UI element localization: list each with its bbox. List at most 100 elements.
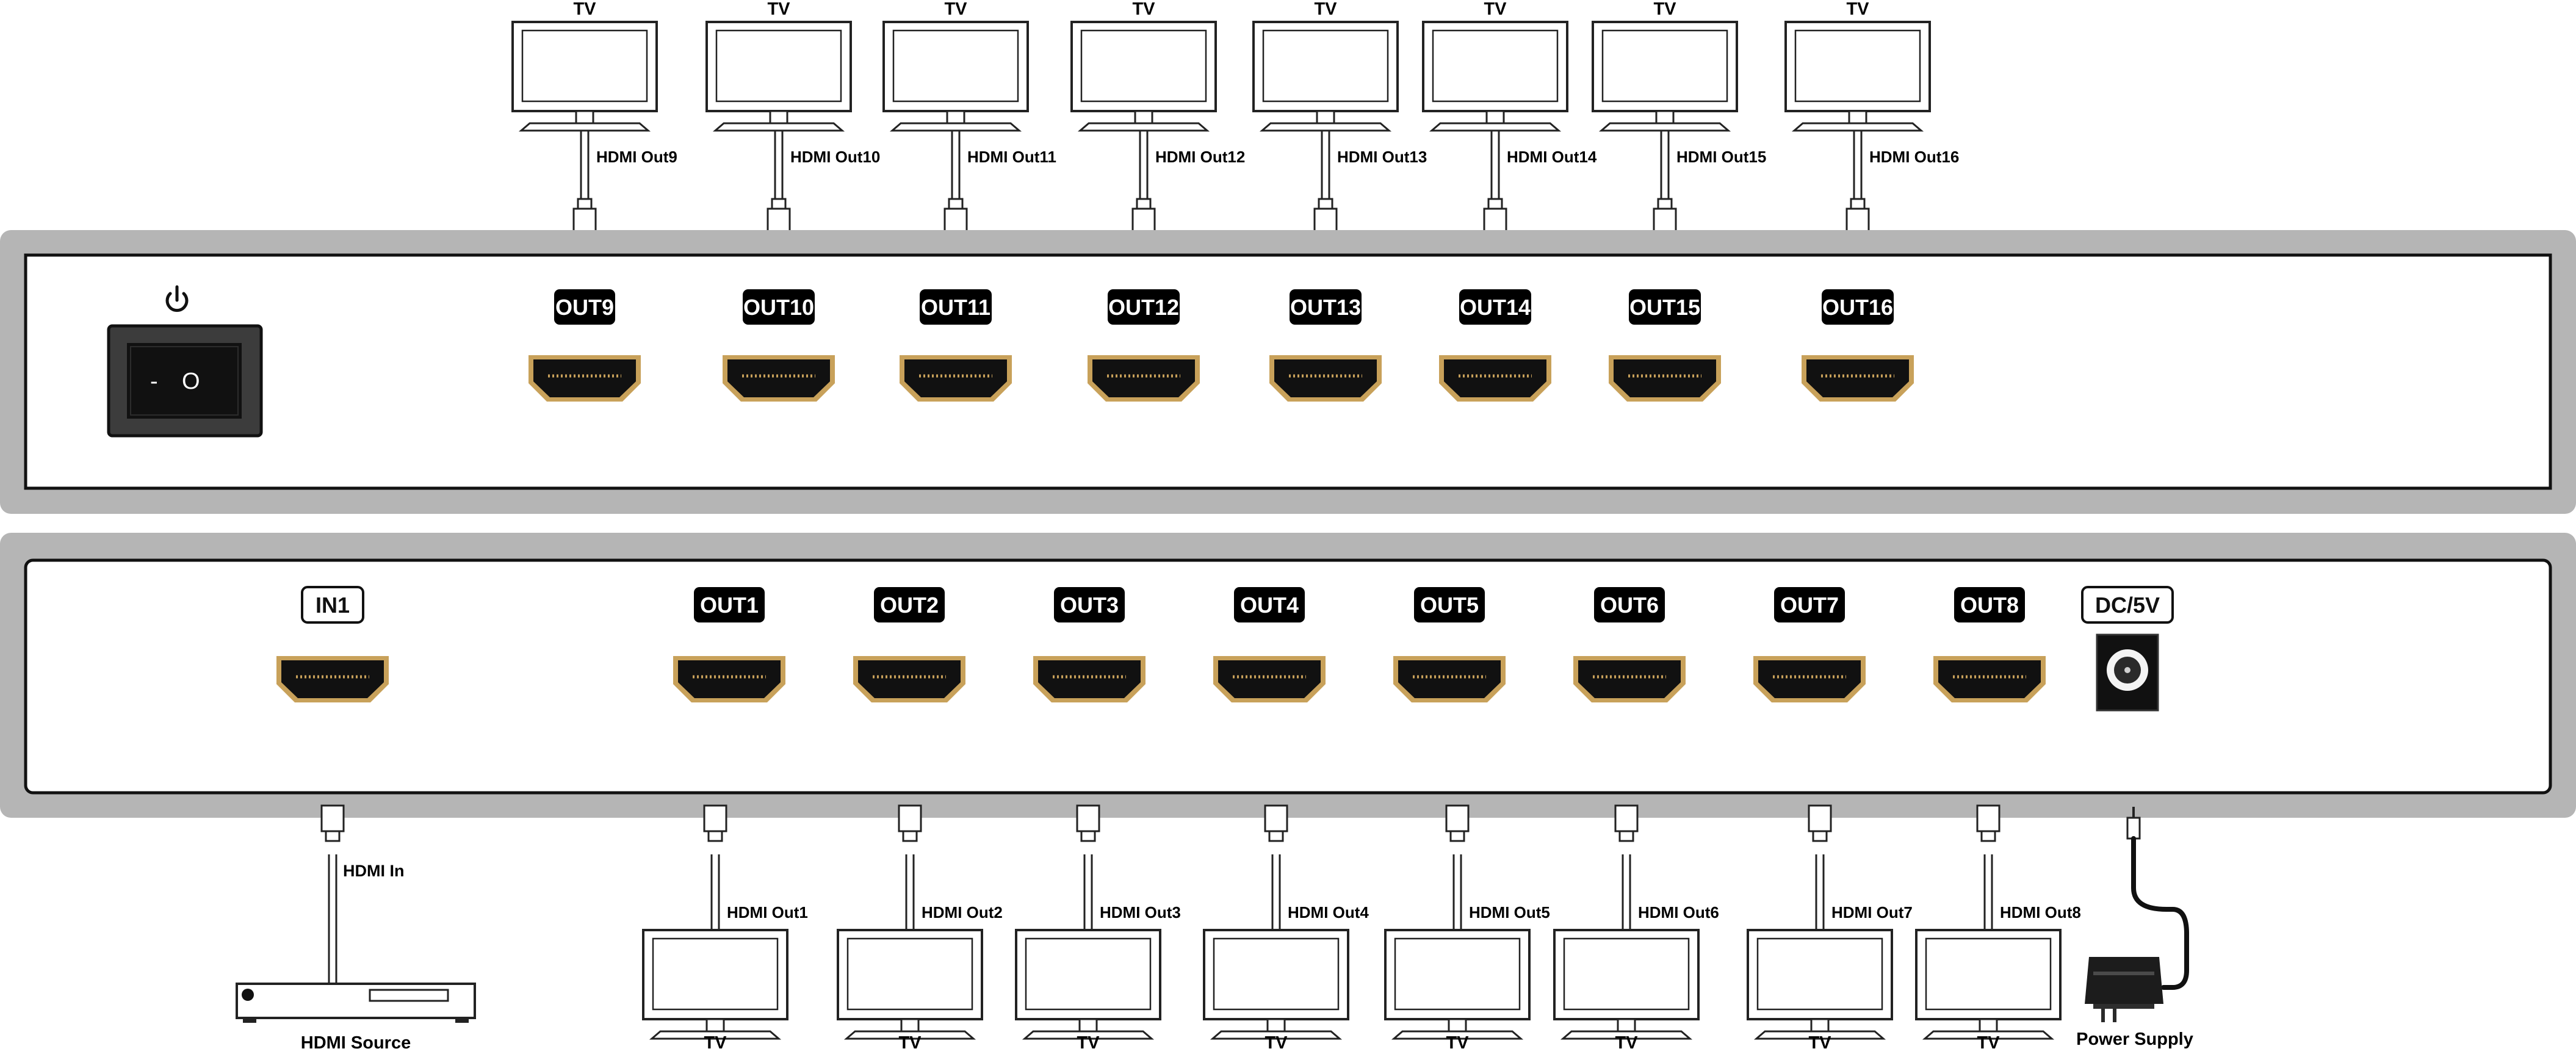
port-label: OUT4 [1240, 593, 1299, 618]
port-out3[interactable]: OUT3 [1033, 587, 1145, 702]
hdmi-plug [1264, 804, 1288, 842]
hdmi-port-connector [1439, 355, 1551, 402]
port-label-box [1290, 289, 1362, 325]
hdmi-in-cable-label: HDMI In [343, 862, 405, 880]
port-out9[interactable]: OUT9 [529, 289, 641, 402]
port-label: OUT2 [880, 593, 939, 618]
tv-label: TV [573, 0, 596, 19]
dc-power-port[interactable]: DC/5V [2081, 586, 2174, 712]
power-supply: Power Supply [2076, 807, 2193, 1049]
top-output-ports: OUT9 OUT10 OUT11 OUT12 OUT13 OUT14 OUT15 OUT16 [529, 289, 1914, 402]
dc-port-label: DC/5V [2095, 593, 2160, 618]
hdmi-port-connector [673, 656, 785, 702]
power-supply-label: Power Supply [2076, 1030, 2193, 1049]
tv-icon [1553, 929, 1700, 1040]
tv-icon [837, 929, 983, 1040]
port-label: OUT13 [1290, 295, 1361, 320]
hdmi-plug [703, 804, 727, 842]
port-label: OUT5 [1420, 593, 1479, 618]
hdmi-port-connector [1573, 656, 1686, 702]
hdmi-plug [898, 804, 922, 842]
tv-icon [1784, 21, 1931, 132]
hdmi-source-device [236, 983, 476, 1023]
port-label: OUT12 [1108, 295, 1179, 320]
tv-label: TV [1846, 0, 1869, 19]
port-out10[interactable]: OUT10 [723, 289, 835, 402]
tv-icon [1070, 21, 1217, 132]
tv-icon [642, 929, 788, 1040]
port-out11[interactable]: OUT11 [900, 289, 1012, 402]
port-label-box [1414, 587, 1485, 622]
port-label-box [1108, 289, 1180, 325]
hdmi-plug [1808, 804, 1832, 842]
hdmi-plug [1614, 804, 1639, 842]
dc-port-label-box [2081, 586, 2174, 624]
port-label-box [1234, 587, 1305, 622]
port-label: OUT9 [555, 295, 614, 320]
hdmi-port-connector [1753, 656, 1866, 702]
tv-icon [1422, 21, 1568, 132]
port-label-box [1629, 289, 1701, 325]
port-label: OUT16 [1822, 295, 1893, 320]
tv-label: TV [1077, 1033, 1100, 1053]
port-out16[interactable]: OUT16 [1802, 289, 1914, 402]
cable-label: HDMI Out10 [790, 148, 880, 166]
bottom-panel: IN1 OUT1 OUT2 OUT3 OUT4 OUT5 OUT6 OUT7 OUT8 DC/… [0, 533, 2576, 818]
port-label-box [554, 289, 615, 325]
port-out1[interactable]: OUT1 [673, 587, 785, 702]
port-label: OUT11 [921, 295, 990, 320]
hdmi-plug [1653, 198, 1677, 236]
tv-label: TV [1615, 1033, 1638, 1053]
port-out15[interactable]: OUT15 [1609, 289, 1721, 402]
port-label-box [1774, 587, 1845, 622]
tv-icon [1915, 929, 2062, 1040]
hdmi-plug [1483, 198, 1507, 236]
cable-label: HDMI Out3 [1100, 903, 1181, 922]
cable-label: HDMI Out15 [1676, 148, 1766, 166]
port-out5[interactable]: OUT5 [1393, 587, 1506, 702]
port-out2[interactable]: OUT2 [853, 587, 965, 702]
cable-label: HDMI Out12 [1155, 148, 1245, 166]
hdmi-port-connector [1269, 355, 1382, 402]
port-label: OUT7 [1780, 593, 1839, 618]
tv-label: TV [1484, 0, 1507, 19]
cable-label: HDMI Out1 [727, 903, 808, 922]
hdmi-port-connector [1393, 656, 1506, 702]
hdmi-plug [943, 198, 968, 236]
power-switch[interactable]: - O [107, 285, 263, 438]
top-tv-14: TV HDMI Out14 [1422, 0, 1597, 236]
port-out8[interactable]: OUT8 [1933, 587, 2046, 702]
port-out13[interactable]: OUT13 [1269, 289, 1382, 402]
port-out12[interactable]: OUT12 [1088, 289, 1200, 402]
tv-icon [1747, 929, 1893, 1040]
power-icon [165, 285, 189, 312]
cable-label: HDMI Out6 [1638, 903, 1719, 922]
port-out4[interactable]: OUT4 [1213, 587, 1326, 702]
tv-icon [1384, 929, 1531, 1040]
port-out6[interactable]: OUT6 [1573, 587, 1686, 702]
port-label-box [743, 289, 815, 325]
port-label: OUT10 [743, 295, 814, 320]
port-out7[interactable]: OUT7 [1753, 587, 1866, 702]
input-port-in1[interactable]: IN1 [276, 586, 389, 702]
tv-icon [1592, 21, 1738, 132]
hdmi-port-connector [1088, 355, 1200, 402]
cable-label: HDMI Out14 [1507, 148, 1597, 166]
port-out14[interactable]: OUT14 [1439, 289, 1551, 402]
port-label-box [1459, 289, 1531, 325]
hdmi-source-group: HDMI In HDMI Source [236, 804, 476, 1053]
tv-icon [882, 21, 1029, 132]
port-label-box [874, 587, 945, 622]
power-switch-off-symbol: - [150, 369, 158, 394]
